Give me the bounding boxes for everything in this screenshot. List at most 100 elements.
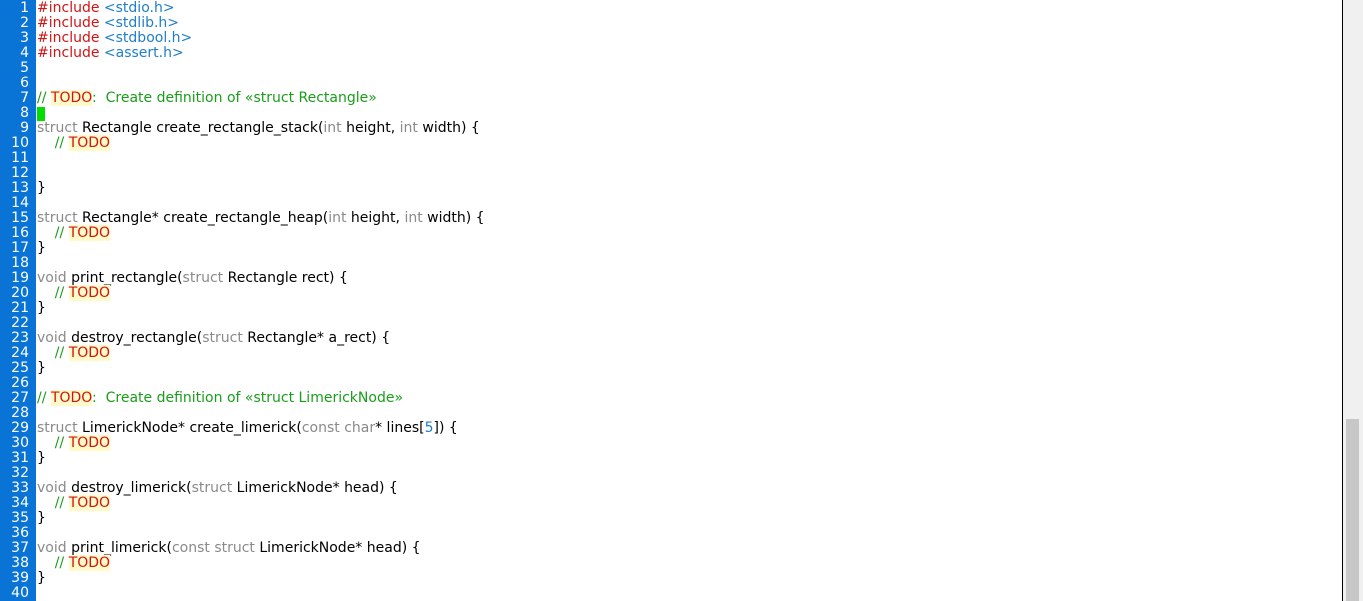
code-line[interactable]: struct LimerickNode* create_limerick(con… [37,421,458,436]
code-token: * lines[ [375,420,425,436]
code-line[interactable]: struct Rectangle* create_rectangle_heap(… [37,211,485,226]
line-number: 4 [20,45,29,61]
code-line[interactable]: #include <assert.h> [37,46,184,61]
code-token: } [37,300,46,316]
code-token: <stdlib.h> [103,15,180,31]
code-token: void [37,270,67,286]
line-number: 3 [20,30,29,46]
line-number: 36 [11,525,29,541]
line-number: 23 [11,330,29,346]
code-line[interactable]: struct Rectangle create_rectangle_stack(… [37,121,480,136]
code-line[interactable]: } [37,571,46,586]
line-number: 31 [11,450,29,466]
code-token: #include [37,45,104,61]
code-text-area[interactable]: #include <stdio.h>#include <stdlib.h>#in… [37,0,1342,601]
line-number: 34 [11,495,29,511]
code-line[interactable]: // TODO [37,285,111,301]
code-line[interactable]: // TODO: Create definition of «struct Li… [37,390,404,406]
code-token: // [37,90,51,106]
code-line[interactable]: // TODO: Create definition of «struct Re… [37,90,377,106]
line-number: 10 [11,135,29,151]
code-line[interactable]: // TODO [37,495,111,511]
vertical-scrollbar[interactable] [1342,0,1363,601]
code-line[interactable]: #include <stdbool.h> [37,31,192,46]
line-number: 15 [11,210,29,226]
code-line[interactable]: } [37,241,46,256]
code-line[interactable]: #include <stdio.h> [37,1,175,16]
line-number: 16 [11,225,29,241]
code-line[interactable]: } [37,451,46,466]
line-number: 33 [11,480,29,496]
line-number: 38 [11,555,29,571]
code-token: int [404,210,423,226]
todo-marker: TODO [68,225,111,241]
code-line[interactable]: void destroy_limerick(struct LimerickNod… [37,481,398,496]
line-number: 12 [11,165,29,181]
line-number: 8 [20,105,29,121]
line-number: 6 [20,75,29,91]
code-token: } [37,360,46,376]
code-token: height, [341,120,400,136]
code-line[interactable]: #include <stdlib.h> [37,16,179,31]
line-number: 24 [11,345,29,361]
line-number: 19 [11,270,29,286]
line-number: 9 [20,120,29,136]
code-token: Rectangle* a_rect) { [242,330,391,346]
code-token: LimerickNode* create_limerick( [77,420,302,436]
line-number: 22 [11,315,29,331]
code-line[interactable]: } [37,301,46,316]
line-number: 20 [11,285,29,301]
code-line[interactable]: // TODO [37,345,111,361]
code-token: LimerickNode* head) { [232,480,398,496]
code-token: void [37,330,67,346]
code-token: <stdio.h> [103,0,175,16]
todo-marker: TODO [68,555,111,571]
line-number: 21 [11,300,29,316]
code-line[interactable]: void print_limerick(const struct Limeric… [37,541,421,556]
code-token: int [399,120,418,136]
code-token: struct [37,210,78,226]
code-token: } [37,570,46,586]
code-token: : Create definition of «struct Rectangle… [92,90,377,106]
code-line[interactable]: // TODO [37,555,111,571]
code-line[interactable]: } [37,511,46,526]
scrollbar-thumb[interactable] [1346,419,1359,601]
line-number: 28 [11,405,29,421]
code-token: ]) { [433,420,458,436]
code-token: height, [346,210,405,226]
todo-marker: TODO [68,435,111,451]
line-number: 7 [20,90,29,106]
code-token: // [37,555,69,571]
line-number: 30 [11,435,29,451]
code-line[interactable]: // TODO [37,225,111,241]
todo-marker: TODO [68,285,111,301]
todo-marker: TODO [68,135,111,151]
code-line[interactable]: // TODO [37,435,111,451]
code-token: } [37,180,46,196]
line-number: 32 [11,465,29,481]
line-number: 5 [20,60,29,76]
code-token: #include [37,30,104,46]
code-token: struct [191,480,233,496]
code-token: // [37,495,69,511]
code-line[interactable]: // TODO [37,135,111,151]
code-line[interactable]: } [37,181,46,196]
code-token: print_limerick( [66,540,172,556]
code-line[interactable]: } [37,361,46,376]
line-number: 2 [20,15,29,31]
code-token: struct [202,330,243,346]
code-token: } [37,240,46,256]
code-token: const [171,540,210,556]
line-number: 13 [11,180,29,196]
code-token: Rectangle* create_rectangle_heap( [77,210,329,226]
code-token: : Create definition of «struct LimerickN… [92,390,404,406]
line-number: 25 [11,360,29,376]
code-token: // [37,135,69,151]
code-line[interactable]: void print_rectangle(struct Rectangle re… [37,271,348,286]
line-number: 35 [11,510,29,526]
code-token: // [37,285,69,301]
code-line[interactable]: void destroy_rectangle(struct Rectangle*… [37,331,390,346]
code-token: void [37,480,67,496]
